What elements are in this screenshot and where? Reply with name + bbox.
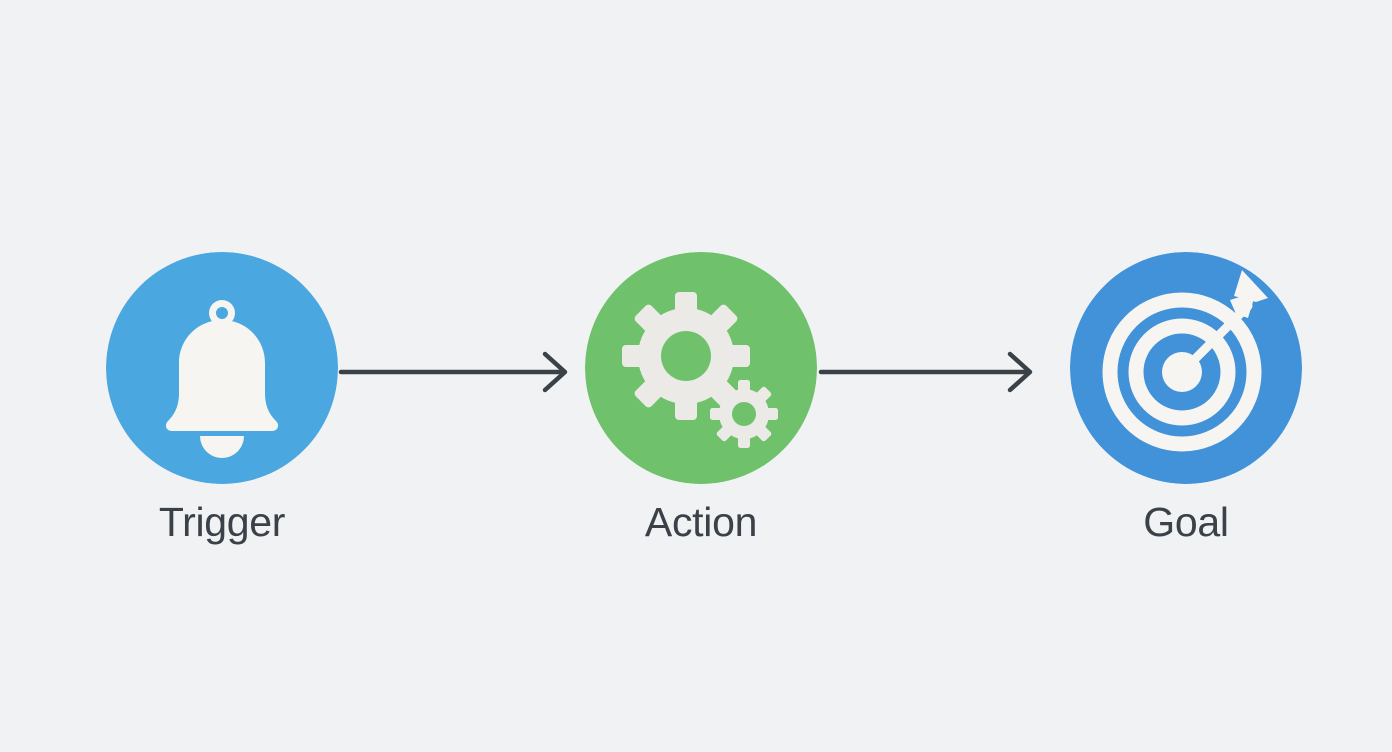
connector-arrow-1 [338, 351, 568, 393]
flow-node-trigger[interactable]: Trigger [106, 252, 338, 545]
flow-node-label-trigger: Trigger [158, 499, 286, 545]
flow-node-action[interactable]: Action [585, 252, 817, 545]
target-arrow-icon [1102, 270, 1268, 452]
flow-node-label-goal: Goal [1143, 499, 1229, 545]
bell-icon [165, 300, 279, 458]
connector-trigger-to-action [337, 342, 587, 402]
connector-action-to-goal [817, 342, 1052, 402]
connector-arrow-2 [818, 351, 1033, 393]
flow-node-goal[interactable]: Goal [1070, 252, 1302, 545]
gears-icon [622, 292, 778, 448]
flow-node-label-action: Action [644, 499, 758, 545]
